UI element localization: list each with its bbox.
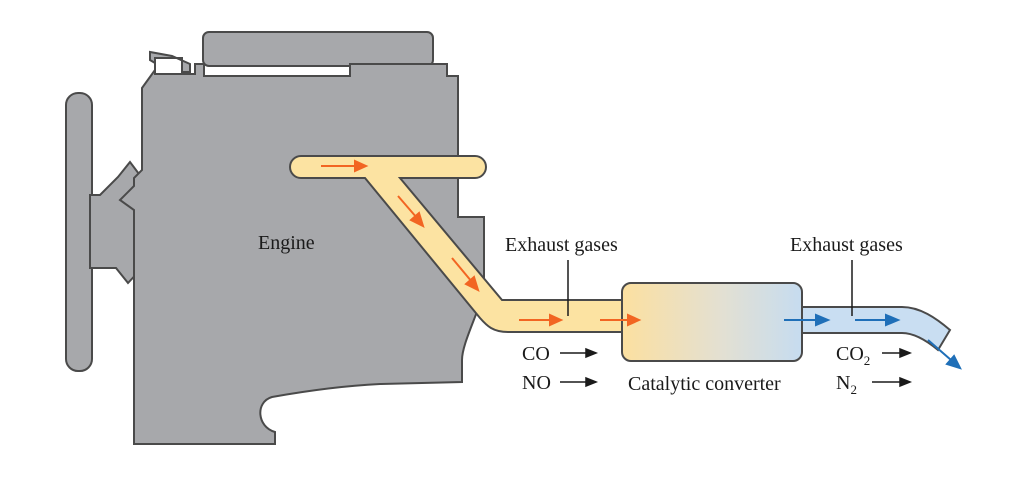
n2-subscript: 2 xyxy=(850,382,857,397)
engine-flywheel xyxy=(65,92,93,372)
flow-arrow-1 xyxy=(321,159,369,173)
flow-arrow-7 xyxy=(855,313,901,327)
co2-base: CO xyxy=(836,343,864,365)
n2-arrow xyxy=(872,376,913,388)
exhaust-gases-in-label: Exhaust gases xyxy=(505,234,618,256)
co2-subscript: 2 xyxy=(864,353,871,368)
no-label: NO xyxy=(522,372,551,394)
engine-top-cover xyxy=(202,31,434,67)
flow-arrow-2 xyxy=(397,195,425,228)
co-arrow xyxy=(560,347,599,359)
engine-body xyxy=(118,50,485,445)
flow-arrow-3 xyxy=(451,257,480,292)
n2-label: N2 xyxy=(836,372,857,397)
co-label: CO xyxy=(522,343,550,365)
tailpipe xyxy=(799,306,952,352)
catalytic-converter-body xyxy=(621,282,803,362)
clean-gas-flow-arrows xyxy=(784,313,962,370)
engine-label: Engine xyxy=(258,232,315,254)
flow-arrow-4 xyxy=(519,313,564,327)
flow-arrow-8 xyxy=(927,339,962,370)
co2-arrow xyxy=(882,347,913,359)
exhaust-manifold-pipe xyxy=(289,155,625,333)
no-arrow xyxy=(560,376,599,388)
co2-label: CO2 xyxy=(836,343,870,368)
n2-base: N xyxy=(836,372,850,394)
exhaust-gases-out-label: Exhaust gases xyxy=(790,234,903,256)
flow-arrow-5 xyxy=(600,313,642,327)
catalytic-converter-label: Catalytic converter xyxy=(628,373,781,395)
engine xyxy=(65,31,485,445)
flow-arrow-6 xyxy=(784,313,831,327)
hot-gas-flow-arrows xyxy=(321,159,642,327)
